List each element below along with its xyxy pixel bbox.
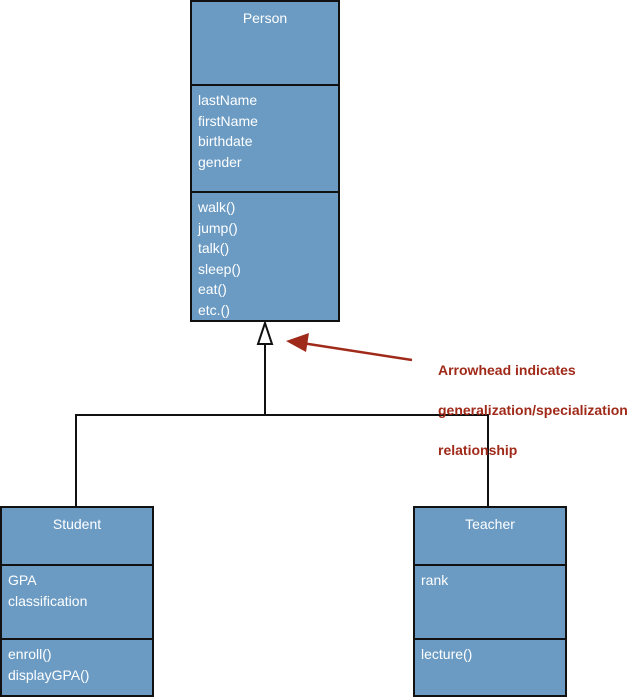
class-name: Student [2, 508, 152, 566]
annotation-line: generalization/specialization [438, 402, 628, 418]
method-list: lecture() [415, 640, 565, 695]
attribute-list: GPA classification [2, 566, 152, 640]
generalization-arrowhead [256, 319, 274, 345]
method: sleep() [198, 260, 241, 277]
method: displayGPA() [8, 666, 90, 683]
method-list: walk() jump() talk() sleep() eat() etc.(… [192, 193, 338, 320]
class-student: Student GPA classification enroll() disp… [0, 506, 154, 697]
class-name: Person [192, 2, 338, 86]
method: talk() [198, 240, 230, 256]
attribute: rank [421, 572, 449, 588]
annotation-pointer-head [286, 333, 309, 352]
class-teacher: Teacher rank lecture() [413, 506, 567, 697]
annotation-pointer-line [301, 341, 413, 362]
method: eat() [198, 281, 227, 297]
attribute-list: rank [415, 566, 565, 640]
method: walk() [198, 199, 236, 215]
annotation-line: Arrowhead indicates [438, 362, 576, 378]
attribute: birthdate [198, 133, 253, 149]
attribute-list: lastName firstName birthdate gender [192, 86, 338, 193]
method: etc.() [198, 301, 230, 318]
annotation-text: Arrowhead indicates generalization/speci… [438, 340, 628, 480]
method: enroll() [8, 646, 52, 662]
method: lecture() [421, 646, 473, 662]
attribute: GPA [8, 572, 37, 588]
method: jump() [198, 219, 238, 236]
class-person: Person lastName firstName birthdate gend… [190, 0, 340, 322]
method-list: enroll() displayGPA() [2, 640, 152, 695]
class-name: Teacher [415, 508, 565, 566]
attribute: firstName [198, 112, 258, 129]
annotation-line: relationship [438, 442, 518, 458]
attribute: gender [198, 153, 242, 170]
attribute: lastName [198, 92, 258, 108]
attribute: classification [8, 592, 88, 609]
